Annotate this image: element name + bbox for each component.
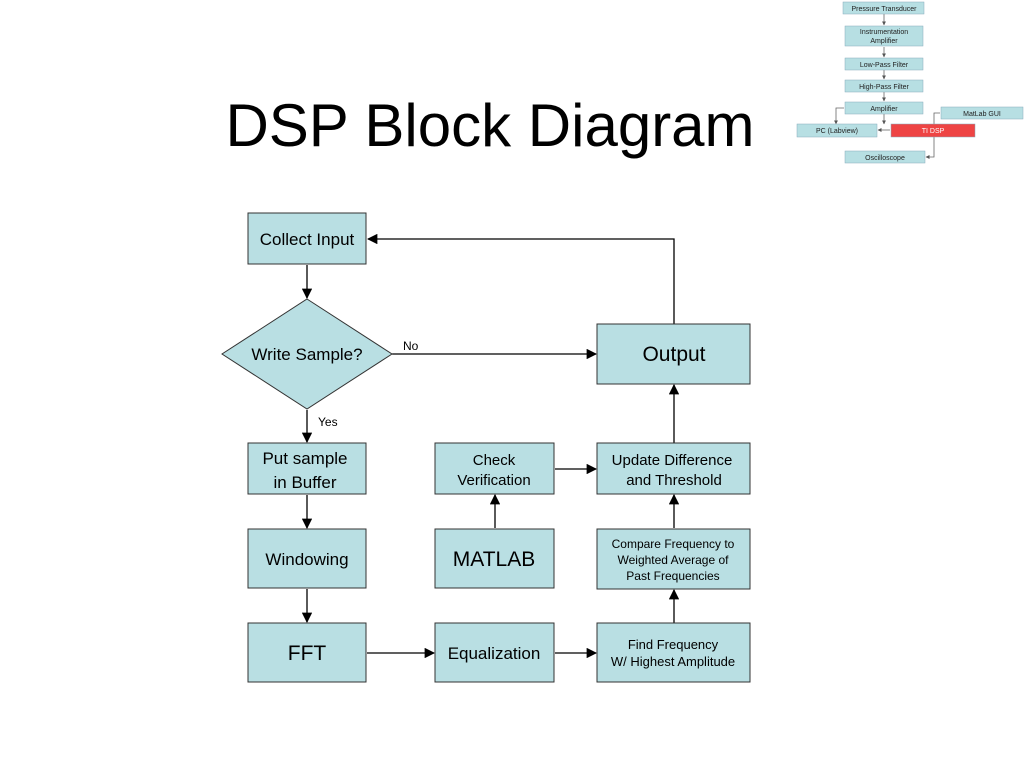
windowing-label: Windowing: [265, 550, 348, 569]
check-verification-box: [434, 442, 555, 495]
compare-frequency-label-line-2: Weighted Average of: [618, 553, 730, 567]
mini-pressure-transducer-box: [842, 1, 925, 15]
mini-amplifier-box: [844, 101, 924, 115]
mini-amplifier-sub-label: Amplifier: [870, 38, 898, 45]
mini-boxes: [796, 1, 1024, 164]
mini-matlab-gui-label: MatLab GUI: [963, 111, 1001, 118]
equalization-box: [434, 622, 555, 683]
collect-input-label: Collect Input: [260, 230, 355, 249]
matlab-box: [434, 528, 555, 589]
mini-arrow-8: [933, 112, 940, 124]
mini-matlab-gui-box: [940, 106, 1024, 120]
write-sample-decision: [221, 298, 393, 410]
mini-high-pass-filter-box: [844, 79, 924, 93]
put-sample-box: [247, 442, 367, 495]
arrow-output-to-collect: [366, 233, 675, 324]
collect-input-box: [247, 212, 367, 265]
compare-frequency-box: [596, 528, 751, 590]
mini-hardware-diagram: Pressure Transducer Instrumentation Ampl…: [796, 1, 1024, 164]
page-title: DSP Block Diagram: [225, 92, 755, 159]
check-verification-label-line-1: Check: [473, 452, 516, 469]
mini-arrow-6: [834, 107, 844, 125]
compare-frequency-label-line-1: Compare Frequency to: [612, 537, 735, 551]
put-sample-label-line-2: in Buffer: [273, 473, 336, 492]
write-sample-label: Write Sample?: [251, 345, 362, 364]
update-difference-label-line-1: Update Difference: [612, 452, 733, 469]
mini-pressure-transducer-label: Pressure Transducer: [852, 6, 918, 13]
output-box: [596, 323, 751, 385]
check-verification-label-line-2: Verification: [457, 472, 530, 489]
mini-amplifier-label: Amplifier: [870, 106, 898, 113]
yes-label: Yes: [318, 415, 338, 429]
mini-ti-dsp-label: TI DSP: [922, 128, 945, 135]
mini-instrumentation-label: Instrumentation: [860, 29, 908, 36]
mini-oscilloscope-box: [844, 150, 926, 164]
flowchart-nodes: [221, 212, 751, 683]
find-frequency-box: [596, 622, 751, 683]
mini-ti-dsp-box: [890, 123, 976, 138]
flowchart-connectors: [301, 233, 680, 659]
flowchart-labels: Collect Input Write Sample? No Yes Outpu…: [251, 230, 735, 669]
mini-arrow-9: [925, 137, 935, 159]
update-difference-box: [596, 442, 751, 495]
output-label: Output: [642, 343, 705, 366]
compare-frequency-label-line-3: Past Frequencies: [626, 569, 719, 583]
mini-low-pass-filter-label: Low-Pass Filter: [860, 62, 909, 69]
fft-box: [247, 622, 367, 683]
no-label: No: [403, 339, 419, 353]
find-frequency-label-line-1: Find Frequency: [628, 637, 719, 652]
equalization-label: Equalization: [448, 644, 541, 663]
mini-low-pass-filter-box: [844, 57, 924, 71]
matlab-label: MATLAB: [453, 548, 535, 571]
mini-high-pass-filter-label: High-Pass Filter: [859, 84, 909, 91]
mini-labels: Pressure Transducer Instrumentation Ampl…: [816, 6, 1001, 162]
put-sample-label-line-1: Put sample: [262, 449, 347, 468]
find-frequency-label-line-2: W/ Highest Amplitude: [611, 654, 735, 669]
update-difference-label-line-2: and Threshold: [626, 472, 722, 489]
windowing-box: [247, 528, 367, 589]
mini-connectors: [834, 14, 940, 159]
mini-instrumentation-amplifier-box: [844, 25, 924, 47]
mini-oscilloscope-label: Oscilloscope: [865, 155, 905, 162]
fft-label: FFT: [288, 642, 327, 665]
mini-pc-labview-box: [796, 123, 878, 138]
mini-pc-labview-label: PC (Labview): [816, 128, 858, 135]
